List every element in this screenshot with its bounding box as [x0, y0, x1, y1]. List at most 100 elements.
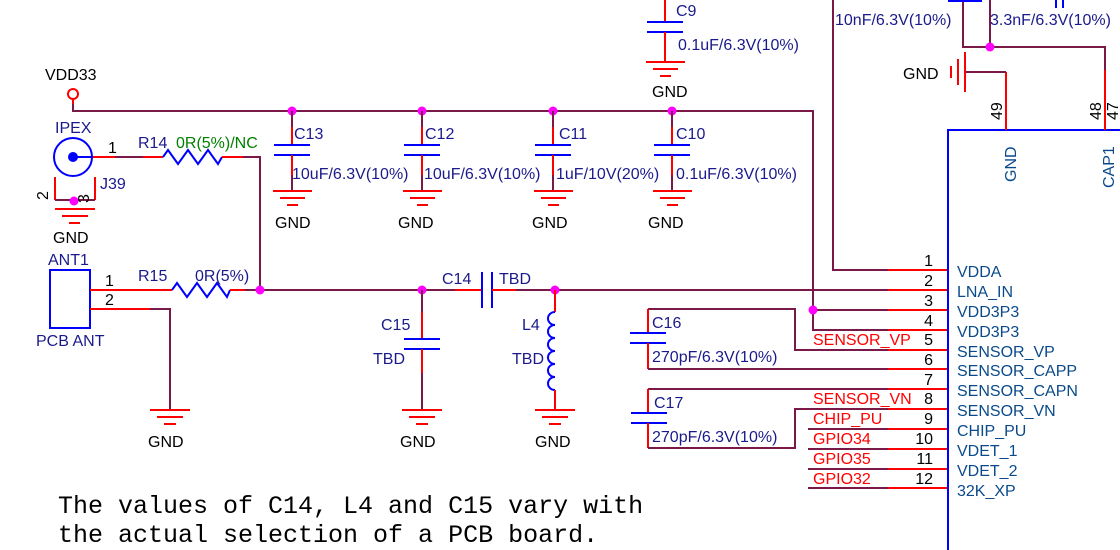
svg-text:12: 12 — [915, 471, 933, 488]
net-label: GPIO35 — [813, 451, 871, 468]
decoupling-caps: C13 10uF/6.3V(10%) GND C12 10uF/6.3V(10%… — [273, 0, 799, 232]
note-line-2: the actual selection of a PCB board. — [58, 521, 598, 550]
svg-text:VDDA: VDDA — [957, 264, 1002, 281]
net-label: GPIO32 — [813, 471, 871, 488]
svg-text:47: 47 — [1105, 102, 1120, 120]
svg-text:C10: C10 — [676, 126, 705, 143]
svg-text:SENSOR_VP: SENSOR_VP — [957, 344, 1055, 361]
svg-text:10uF/6.3V(10%): 10uF/6.3V(10%) — [292, 166, 409, 183]
sensor-caps: C16 270pF/6.3V(10%) C17 270pF/6.3V(10%) — [630, 308, 948, 449]
svg-text:0.1uF/6.3V(10%): 0.1uF/6.3V(10%) — [678, 37, 799, 54]
junction — [808, 305, 818, 315]
svg-text:GND: GND — [532, 215, 568, 232]
svg-text:10uF/6.3V(10%): 10uF/6.3V(10%) — [424, 166, 541, 183]
capacitor-c11: C11 1uF/10V(20%) GND — [532, 106, 659, 232]
svg-text:GND: GND — [398, 215, 434, 232]
svg-text:C17: C17 — [654, 395, 683, 412]
svg-text:LNA_IN: LNA_IN — [957, 284, 1013, 301]
connector-j39: IPEX 1 R14 0R(5%)/NC J39 2 3 GND — [35, 120, 261, 290]
svg-text:5: 5 — [924, 332, 933, 349]
capacitor-c12: C12 10uF/6.3V(10%) GND — [398, 106, 541, 232]
svg-text:8: 8 — [924, 391, 933, 408]
ic-chip: 1 2 3 4 5 6 7 8 9 10 11 12 VDDA LNA_IN V… — [835, 0, 1120, 550]
svg-text:L4: L4 — [522, 317, 540, 334]
power-port-icon — [67, 88, 79, 100]
net-label: CHIP_PU — [813, 411, 882, 428]
svg-text:TBD: TBD — [373, 351, 405, 368]
svg-text:C12: C12 — [425, 126, 454, 143]
svg-text:9: 9 — [924, 411, 933, 428]
svg-text:GND: GND — [648, 215, 684, 232]
svg-text:R14: R14 — [138, 135, 167, 152]
svg-text:32K_XP: 32K_XP — [957, 483, 1016, 500]
svg-text:TBD: TBD — [512, 351, 544, 368]
resistor-r14-icon — [162, 148, 223, 166]
svg-text:ANT1: ANT1 — [48, 252, 89, 269]
pin-stubs — [888, 269, 948, 489]
svg-text:3: 3 — [76, 194, 93, 203]
svg-text:CAP1: CAP1 — [1101, 146, 1118, 188]
svg-text:0.1uF/6.3V(10%): 0.1uF/6.3V(10%) — [676, 166, 797, 183]
svg-text:VDET_2: VDET_2 — [957, 463, 1018, 480]
svg-text:270pF/6.3V(10%): 270pF/6.3V(10%) — [652, 429, 777, 446]
net-labels: SENSOR_VP SENSOR_VN CHIP_PU GPIO34 GPIO3… — [813, 332, 912, 488]
net-label: SENSOR_VP — [813, 332, 911, 349]
capacitor-c10: C10 0.1uF/6.3V(10%) GND — [648, 106, 797, 232]
note-line-1: The values of C14, L4 and C15 vary with — [58, 492, 643, 521]
pcb-antenna-icon — [49, 269, 91, 329]
antenna-ant1: ANT1 PCB ANT 1 2 R15 0R(5%) GND — [36, 252, 249, 451]
svg-text:6: 6 — [924, 352, 933, 369]
svg-text:49: 49 — [989, 102, 1006, 120]
svg-text:J39: J39 — [100, 176, 126, 193]
svg-text:C13: C13 — [294, 126, 323, 143]
svg-text:10: 10 — [915, 431, 933, 448]
svg-text:C15: C15 — [381, 317, 410, 334]
svg-text:GND: GND — [903, 66, 939, 83]
svg-text:SENSOR_VN: SENSOR_VN — [957, 403, 1056, 420]
svg-text:GND: GND — [275, 215, 311, 232]
svg-text:270pF/6.3V(10%): 270pF/6.3V(10%) — [652, 349, 777, 366]
svg-text:VDD3P3: VDD3P3 — [957, 324, 1019, 341]
svg-text:4: 4 — [924, 313, 933, 330]
svg-text:C9: C9 — [676, 3, 697, 20]
svg-text:11: 11 — [916, 451, 933, 468]
svg-text:VDD3P3: VDD3P3 — [957, 304, 1019, 321]
svg-text:PCB ANT: PCB ANT — [36, 333, 105, 350]
svg-text:C16: C16 — [652, 315, 681, 332]
svg-text:C11: C11 — [559, 126, 587, 143]
svg-text:1: 1 — [924, 253, 933, 270]
svg-text:0R(5%)/NC: 0R(5%)/NC — [176, 135, 258, 152]
svg-text:10nF/6.3V(10%): 10nF/6.3V(10%) — [835, 12, 952, 29]
svg-text:2: 2 — [105, 292, 114, 309]
svg-text:1: 1 — [105, 273, 114, 290]
svg-text:GND: GND — [400, 434, 436, 451]
svg-text:GND: GND — [53, 230, 89, 247]
svg-text:R15: R15 — [138, 268, 167, 285]
svg-text:VDET_1: VDET_1 — [957, 443, 1018, 460]
svg-text:GND: GND — [652, 84, 688, 101]
capacitor-c9: C9 0.1uF/6.3V(10%) GND — [646, 0, 799, 101]
net-label: GPIO34 — [813, 431, 871, 448]
svg-text:GND: GND — [535, 434, 571, 451]
svg-text:1uF/10V(20%): 1uF/10V(20%) — [556, 166, 659, 183]
svg-text:3.3nF/6.3V(10%): 3.3nF/6.3V(10%) — [990, 12, 1111, 29]
resistor-r15-icon — [171, 281, 231, 300]
svg-text:48: 48 — [1088, 102, 1105, 120]
svg-text:1: 1 — [108, 140, 117, 157]
vdd33-label: VDD33 — [45, 67, 97, 84]
net-label: SENSOR_VN — [813, 391, 912, 408]
svg-text:0R(5%): 0R(5%) — [195, 268, 249, 285]
rf-matching-network: C14 TBD C15 TBD GND L4 TBD GND — [245, 271, 948, 451]
vdd33-rail: VDD33 — [45, 67, 948, 331]
svg-text:SENSOR_CAPN: SENSOR_CAPN — [957, 383, 1078, 400]
capacitor-c13: C13 10uF/6.3V(10%) GND — [273, 106, 409, 232]
svg-text:7: 7 — [924, 372, 933, 389]
svg-text:GND: GND — [1003, 146, 1020, 182]
svg-text:2: 2 — [924, 273, 933, 290]
svg-text:GND: GND — [148, 434, 184, 451]
svg-text:CHIP_PU: CHIP_PU — [957, 423, 1026, 440]
svg-text:2: 2 — [35, 191, 52, 200]
inductor-l4-icon — [547, 311, 556, 391]
svg-text:3: 3 — [924, 293, 933, 310]
